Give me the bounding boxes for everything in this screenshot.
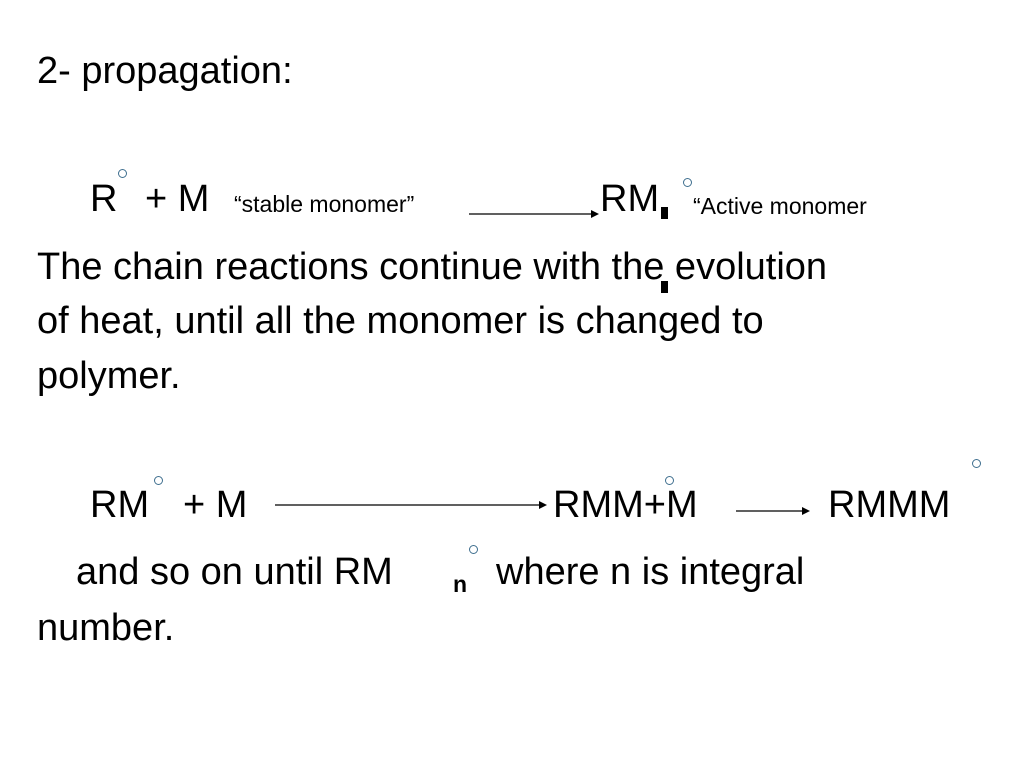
reaction-arrow-icon bbox=[275, 501, 547, 509]
reactant-plus-m: + M bbox=[145, 178, 210, 220]
radical-dot-icon bbox=[683, 178, 692, 187]
product-rm: RM bbox=[600, 178, 660, 220]
radical-dot-icon bbox=[154, 476, 163, 485]
paragraph-line-3: polymer. bbox=[37, 355, 181, 397]
closing-part-1: and so on until RM bbox=[76, 551, 393, 593]
product-rmmm: RMMM bbox=[828, 484, 951, 526]
paragraph-line-1: The chain reactions continue with the ev… bbox=[37, 246, 828, 288]
closing-part-2: where n is integral bbox=[496, 551, 805, 593]
radical-dot-icon bbox=[118, 169, 127, 178]
reactant-r: R bbox=[90, 178, 118, 220]
bullet-mark-icon bbox=[661, 281, 668, 293]
radical-dot-icon bbox=[972, 459, 981, 468]
paragraph-line-2: of heat, until all the monomer is change… bbox=[37, 300, 764, 342]
intermediate-rmm-plus-m: RMM+M bbox=[553, 484, 698, 526]
reaction-arrow-icon bbox=[736, 507, 810, 515]
reaction-arrow-icon bbox=[469, 210, 599, 218]
active-monomer-label: “Active monomer bbox=[693, 193, 867, 219]
section-heading: 2- propagation: bbox=[37, 50, 293, 92]
subscript-n: n bbox=[453, 571, 468, 597]
radical-dot-icon bbox=[665, 476, 674, 485]
reactant-plus-m-2: + M bbox=[183, 484, 248, 526]
radical-dot-icon bbox=[469, 545, 478, 554]
closing-line-2: number. bbox=[37, 607, 175, 649]
stable-monomer-label: “stable monomer” bbox=[234, 191, 415, 217]
reactant-rm: RM bbox=[90, 484, 150, 526]
bullet-mark-icon bbox=[661, 207, 668, 219]
